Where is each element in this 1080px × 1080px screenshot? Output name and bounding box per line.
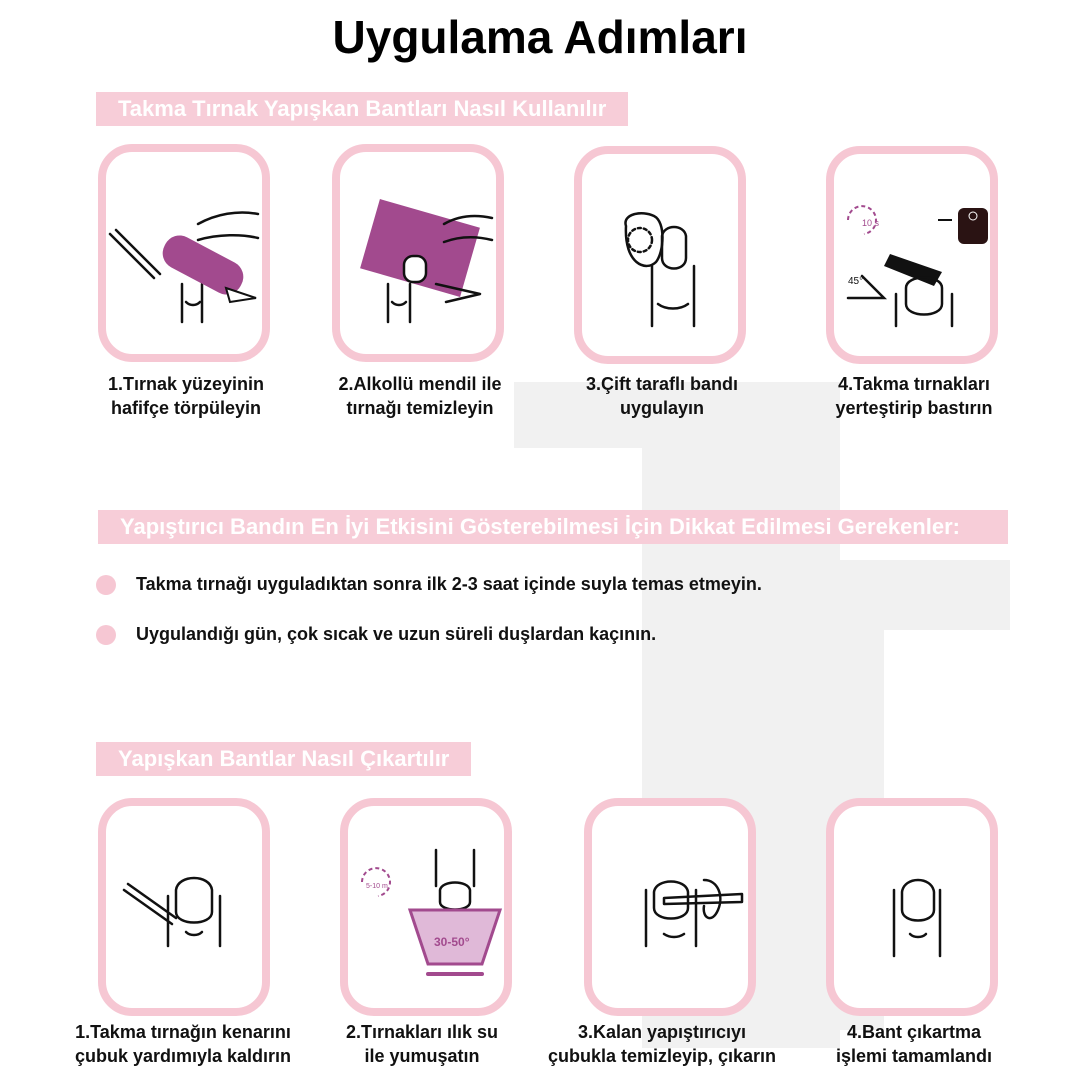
- caption-line: uygulayın: [619, 398, 704, 418]
- step-card-press: 10 s 45°: [826, 146, 998, 364]
- step-caption: 1.Tırnak yüzeyinin hafifçe törpüleyin: [71, 372, 301, 420]
- caption-line: işlemi tamamlandı: [835, 1046, 993, 1066]
- temperature-label: 30-50°: [434, 935, 470, 949]
- section-heading-apply: Takma Tırnak Yapışkan Bantları Nasıl Kul…: [96, 92, 629, 126]
- caption-line: tırnağı temizleyin: [346, 398, 494, 418]
- tip-text: Takma tırnağı uyguladıktan sonra ilk 2-3…: [136, 574, 762, 594]
- step-caption: 2.Tırnakları ılık su ile yumuşatın: [307, 1020, 537, 1068]
- step-card-tab: [574, 146, 746, 364]
- bare-nail-icon: [892, 878, 942, 958]
- watermark-shape: [774, 560, 1010, 630]
- tip-text: Uygulandığı gün, çok sıcak ve uzun sürel…: [136, 624, 657, 644]
- page-title: Uygulama Adımları: [332, 11, 748, 63]
- caption-line: 2.Alkollü mendil ile: [338, 374, 502, 394]
- step-caption: 1.Takma tırnağın kenarını çubuk yardımıy…: [68, 1020, 298, 1068]
- caption-line: 1.Takma tırnağın kenarını: [75, 1022, 291, 1042]
- caption-line: 4.Bant çıkartma: [846, 1022, 982, 1042]
- caption-line: ile yumuşatın: [364, 1046, 480, 1066]
- clean-residue-icon: [644, 878, 744, 948]
- caption-line: 4.Takma tırnakları: [838, 374, 990, 394]
- step-caption: 3.Kalan yapıştırıcıyı çubukla temizleyip…: [547, 1020, 777, 1068]
- step-card-file: [98, 144, 270, 362]
- angle-label: 45°: [848, 276, 863, 287]
- caption-line: yerteştirip bastırın: [835, 398, 993, 418]
- tip-item: Uygulandığı gün, çok sıcak ve uzun sürel…: [96, 624, 656, 645]
- step-card-lift: [98, 798, 270, 1016]
- tip-item: Takma tırnağı uyguladıktan sonra ilk 2-3…: [96, 574, 762, 595]
- caption-line: 3.Çift taraflı bandı: [585, 374, 738, 394]
- section-heading-tips: Yapıştırıcı Bandın En İyi Etkisini Göste…: [98, 510, 1008, 544]
- caption-line: hafifçe törpüleyin: [110, 398, 262, 418]
- step-caption: 2.Alkollü mendil ile tırnağı temizleyin: [305, 372, 535, 420]
- bullet-dot-icon: [96, 574, 116, 595]
- nail-file-icon: [108, 211, 260, 324]
- step-card-wipe: [332, 144, 504, 362]
- press-nail-icon: 10 s 45°: [846, 205, 988, 328]
- caption-line: 2.Tırnakları ılık su: [345, 1022, 499, 1042]
- warm-water-soak-icon: 5-10 m 30-50°: [361, 848, 503, 976]
- caption-line: çubukla temizleyip, çıkarın: [547, 1046, 777, 1066]
- step-card-done: [826, 798, 998, 1016]
- caption-line: 1.Tırnak yüzeyinin: [107, 374, 265, 394]
- step-card-clean: [584, 798, 756, 1016]
- alcohol-wipe-icon: [360, 199, 494, 324]
- watermark-shape: [514, 382, 840, 448]
- step-caption: 4.Takma tırnakları yerteştirip bastırın: [799, 372, 1029, 420]
- caption-line: 3.Kalan yapıştırıcıyı: [577, 1022, 747, 1042]
- timer-label: 5-10 m: [366, 883, 388, 890]
- timer-label: 10 s: [862, 218, 880, 228]
- caption-line: çubuk yardımıyla kaldırın: [74, 1046, 292, 1066]
- adhesive-tab-icon: [624, 212, 696, 328]
- section-heading-remove: Yapışkan Bantlar Nasıl Çıkartılır: [96, 742, 472, 776]
- cuticle-stick-lift-icon: [122, 876, 222, 948]
- step-caption: 4.Bant çıkartma işlemi tamamlandı: [799, 1020, 1029, 1068]
- bullet-dot-icon: [96, 624, 116, 645]
- step-caption: 3.Çift taraflı bandı uygulayın: [547, 372, 777, 420]
- step-card-soak: 5-10 m 30-50°: [340, 798, 512, 1016]
